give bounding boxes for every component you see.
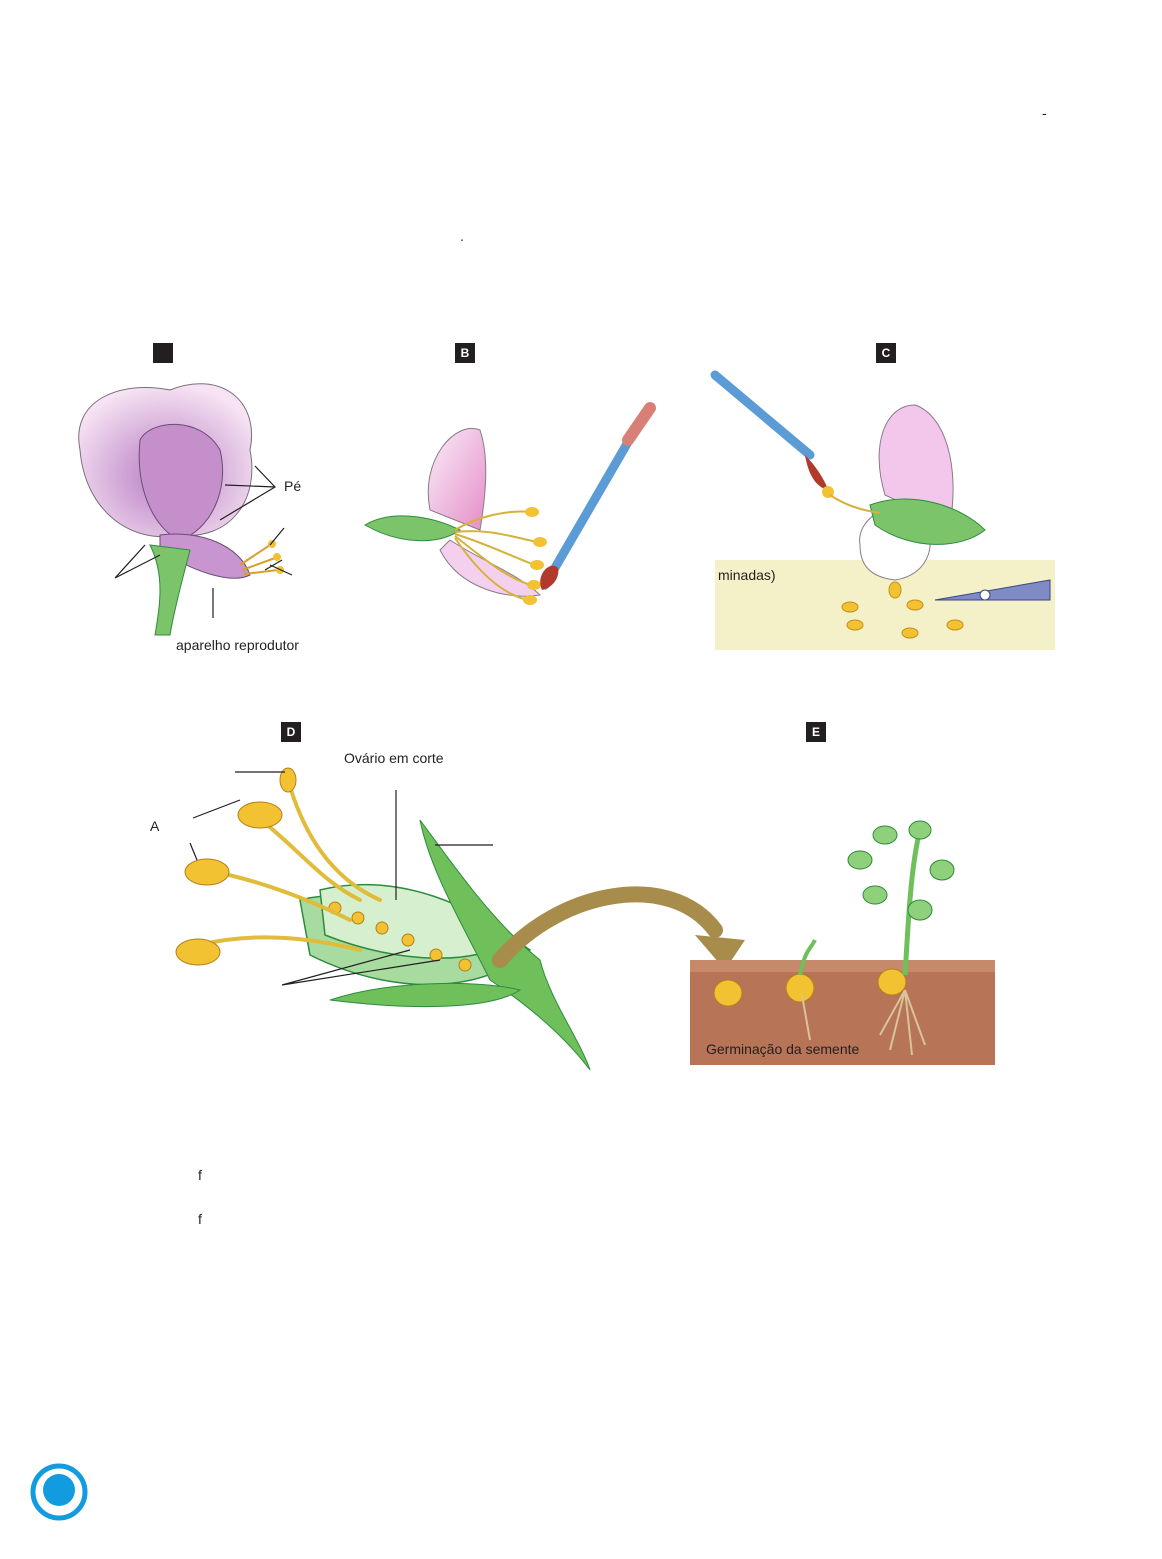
label-petals: Pé — [284, 478, 302, 494]
panel-c-badge: C — [876, 343, 896, 363]
list-marker-2: f — [198, 1211, 202, 1227]
arrow-to-germination-icon — [492, 886, 745, 970]
flower-whole-illustration — [78, 383, 284, 636]
label-minadas: minadas) — [718, 567, 776, 583]
circle-logo-icon — [30, 1463, 88, 1521]
tweezers-icon — [934, 579, 1051, 601]
paintbrush-icon — [540, 402, 656, 590]
header-dot: . — [460, 228, 464, 244]
list-marker-1: f — [198, 1167, 202, 1183]
panel-e-badge: E — [806, 722, 826, 742]
label-reproductive-apparatus: aparelho reprodutor — [176, 637, 299, 653]
label-germination: Germinação da semente — [706, 1041, 860, 1057]
flower-pollination-illustration — [710, 370, 1055, 650]
flower-emasculation-illustration — [364, 402, 656, 605]
panel-b-badge: B — [455, 343, 475, 363]
label-ovary-cut: Ovário em corte — [344, 750, 444, 766]
panel-a-badge — [153, 343, 173, 363]
paintbrush-icon — [710, 370, 834, 498]
header-dash: - — [1042, 105, 1047, 121]
label-left-cut: A — [150, 818, 160, 834]
seed-germination-illustration — [690, 820, 995, 1065]
panel-d-badge: D — [281, 722, 301, 742]
